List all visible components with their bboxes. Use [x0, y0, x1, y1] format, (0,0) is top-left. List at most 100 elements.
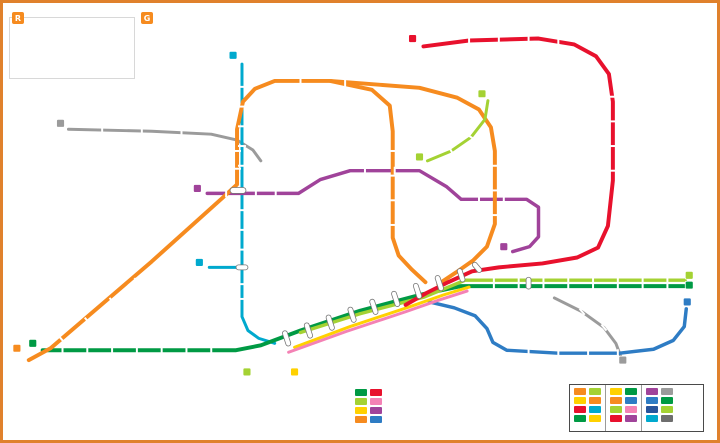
- route-terminus-badge: [228, 50, 238, 60]
- station-tick: [616, 277, 619, 290]
- station-tick: [542, 277, 545, 290]
- legend-chip: [589, 406, 601, 413]
- route-terminus-badge: [684, 270, 694, 280]
- route-terminus-badge: [290, 367, 299, 377]
- station-tick: [254, 189, 257, 198]
- interchange-station: [369, 298, 379, 315]
- station-tick: [666, 277, 669, 290]
- legend-small: [355, 389, 382, 423]
- interchange-station: [412, 283, 423, 300]
- station-tick: [238, 145, 246, 148]
- station-tick: [238, 228, 246, 231]
- station-tick: [388, 174, 397, 177]
- route-line-yellow-bundle: [293, 285, 471, 349]
- station-tick: [238, 85, 246, 88]
- interchange-station: [471, 261, 483, 273]
- station-tick: [180, 129, 183, 138]
- station-tick: [210, 346, 213, 355]
- station-tick: [490, 189, 499, 192]
- legend-chip: [589, 397, 601, 404]
- legend-panel: [569, 384, 704, 432]
- station-tick: [225, 189, 228, 198]
- legend-chip-column: [625, 388, 637, 428]
- legend-chip: [589, 388, 601, 395]
- legend-chip: [625, 388, 637, 395]
- legend-chip-column: [589, 388, 601, 428]
- route-terminus-badge: [28, 338, 38, 348]
- station-tick: [393, 166, 396, 175]
- station-tick: [363, 166, 366, 175]
- route-line-gray-northwest: [66, 127, 263, 163]
- legend-chip: [355, 389, 367, 396]
- station-tick: [497, 35, 500, 44]
- station-tick: [557, 36, 560, 45]
- route-terminus-badge: [408, 34, 417, 43]
- route-line-pink-bundle: [287, 289, 469, 354]
- station-tick: [490, 214, 499, 217]
- station-tick: [490, 164, 499, 167]
- legend-chip: [661, 388, 673, 395]
- station-tick: [567, 277, 570, 290]
- legend-chip-column: [661, 388, 673, 428]
- legend-chip: [661, 397, 673, 404]
- route-terminus-badge: [242, 367, 252, 377]
- route-terminus-badge: [477, 89, 487, 99]
- station-tick: [616, 349, 619, 358]
- station-tick: [388, 149, 397, 152]
- interchange-station: [525, 276, 532, 290]
- station-tick: [299, 76, 302, 85]
- route-line-blue-southeast: [427, 300, 688, 355]
- legend-chip: [646, 388, 658, 395]
- route-terminus-badge: [618, 355, 628, 365]
- legend-chip: [610, 397, 622, 404]
- station-tick: [274, 189, 277, 198]
- station-tick: [478, 195, 480, 204]
- station-tick: [238, 248, 246, 251]
- legend-section: [606, 385, 642, 431]
- station-tick: [59, 336, 66, 345]
- route-line-orange-east-loop: [328, 78, 497, 287]
- title-box: [9, 17, 135, 79]
- legend-chip: [646, 415, 658, 422]
- station-tick: [517, 277, 520, 290]
- station-tick: [133, 277, 141, 285]
- interchange-station: [229, 187, 247, 194]
- route-line-purple-main: [205, 168, 541, 254]
- station-tick: [608, 169, 617, 172]
- legend-chip: [574, 415, 586, 422]
- station-tick: [388, 199, 397, 202]
- route-badge-g: G: [141, 12, 153, 24]
- station-tick: [344, 79, 347, 88]
- station-tick: [140, 127, 143, 136]
- legend-chip: [625, 397, 637, 404]
- station-tick: [61, 346, 64, 355]
- legend-chip: [661, 415, 673, 422]
- legend-chip: [370, 398, 382, 405]
- station-tick: [108, 297, 116, 305]
- route-line-lime-main: [298, 278, 688, 335]
- interchange-station: [347, 306, 357, 323]
- interchange-station: [434, 275, 444, 292]
- legend-chip: [610, 388, 622, 395]
- station-tick: [608, 95, 617, 98]
- map-svg: [12, 34, 694, 377]
- legend-chip: [610, 415, 622, 422]
- legend-chip: [610, 406, 622, 413]
- route-terminus-badge: [684, 280, 694, 290]
- station-tick: [111, 346, 114, 355]
- station-tick: [238, 297, 246, 300]
- station-tick: [608, 145, 617, 148]
- station-tick: [238, 209, 246, 212]
- station-tick: [233, 149, 242, 152]
- legend-section: [642, 385, 677, 431]
- station-tick: [527, 349, 530, 358]
- station-tick: [185, 346, 188, 355]
- legend-chip: [625, 415, 637, 422]
- legend-chip: [574, 406, 586, 413]
- station-tick: [600, 323, 608, 332]
- legend-chip: [370, 389, 382, 396]
- station-tick: [233, 167, 241, 170]
- station-tick: [86, 346, 89, 355]
- station-tick: [578, 308, 586, 316]
- station-tick: [502, 195, 505, 204]
